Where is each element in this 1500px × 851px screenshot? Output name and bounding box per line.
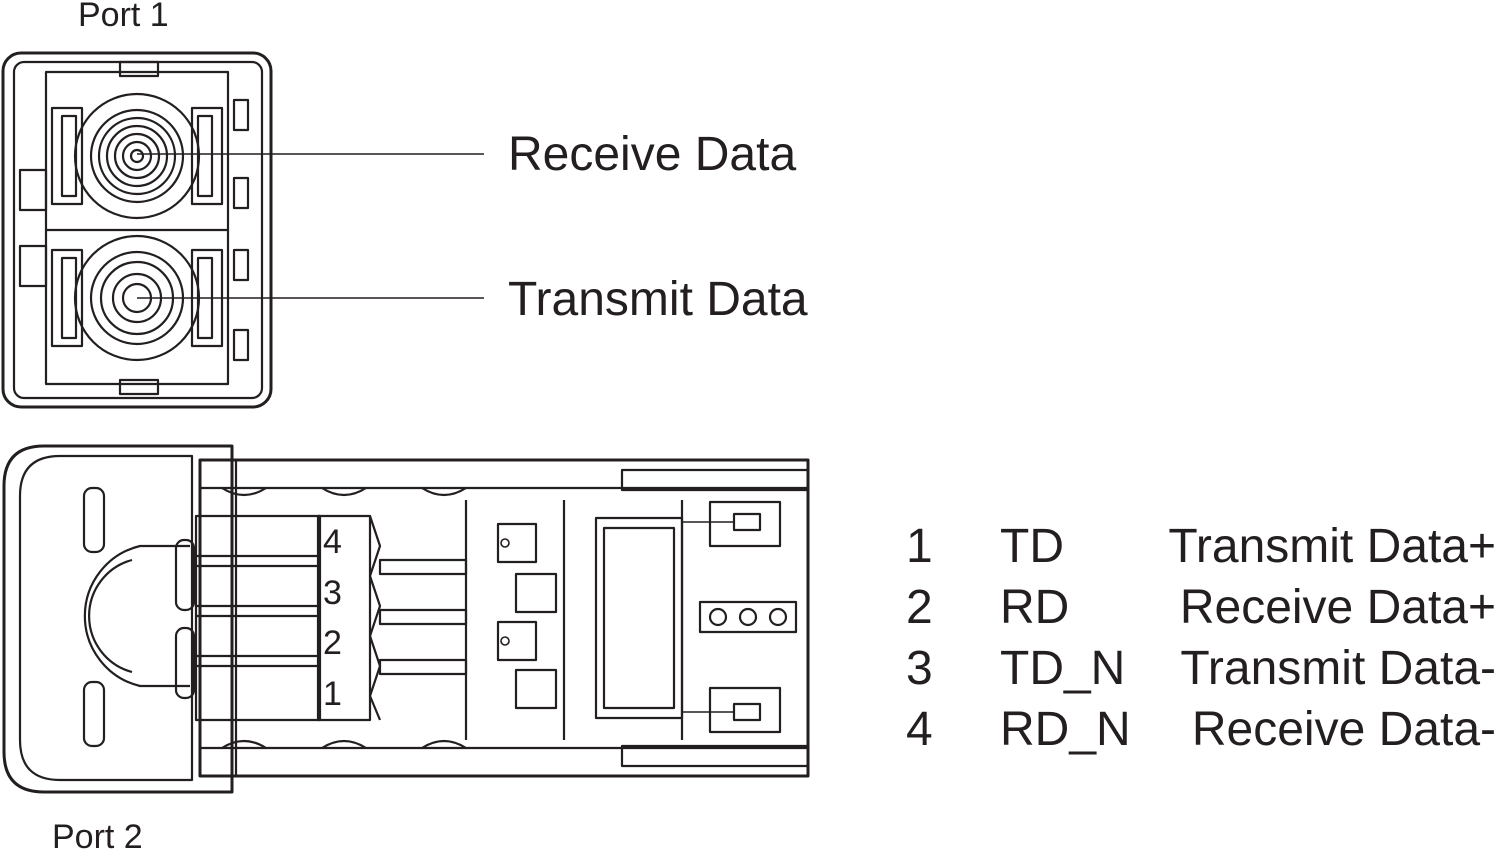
pin-number: 3: [906, 642, 933, 695]
receive-ferrule: [50, 92, 224, 220]
contact-number: 3: [323, 574, 342, 612]
pin-description: Transmit Data-: [1180, 642, 1496, 695]
port2-label: Port 2: [52, 818, 143, 851]
port2-connector-drawing: 4 3 2 1 Port 2: [2, 444, 810, 851]
contact-number: 4: [323, 523, 342, 561]
receive-data-callout: Receive Data: [508, 128, 796, 181]
pin-number: 1: [906, 520, 933, 573]
pin-table: 1 TD Transmit Data+ 2 RD Receive Data+ 3…: [906, 520, 1496, 756]
pin-description: Receive Data-: [1192, 703, 1496, 756]
pin-signal: TD_N: [1000, 642, 1125, 695]
pin-row: 2 RD Receive Data+: [906, 581, 1496, 634]
transmit-data-callout: Transmit Data: [508, 273, 808, 326]
pin-row: 1 TD Transmit Data+: [906, 520, 1496, 573]
pin-signal: RD: [1000, 581, 1069, 634]
contact-number: 1: [323, 675, 342, 713]
contact-number: 2: [323, 624, 342, 662]
port1-label: Port 1: [78, 0, 169, 34]
pin-number: 4: [906, 703, 933, 756]
pin-description: Receive Data+: [1180, 581, 1496, 634]
pin-signal: RD_N: [1000, 703, 1131, 756]
pin-row: 3 TD_N Transmit Data-: [906, 642, 1496, 695]
pin-description: Transmit Data+: [1168, 520, 1496, 573]
port1-connector-drawing: Port 1: [1, 0, 484, 409]
pin-row: 4 RD_N Receive Data-: [906, 703, 1496, 756]
pin-signal: TD: [1000, 520, 1064, 573]
pin-number: 2: [906, 581, 933, 634]
